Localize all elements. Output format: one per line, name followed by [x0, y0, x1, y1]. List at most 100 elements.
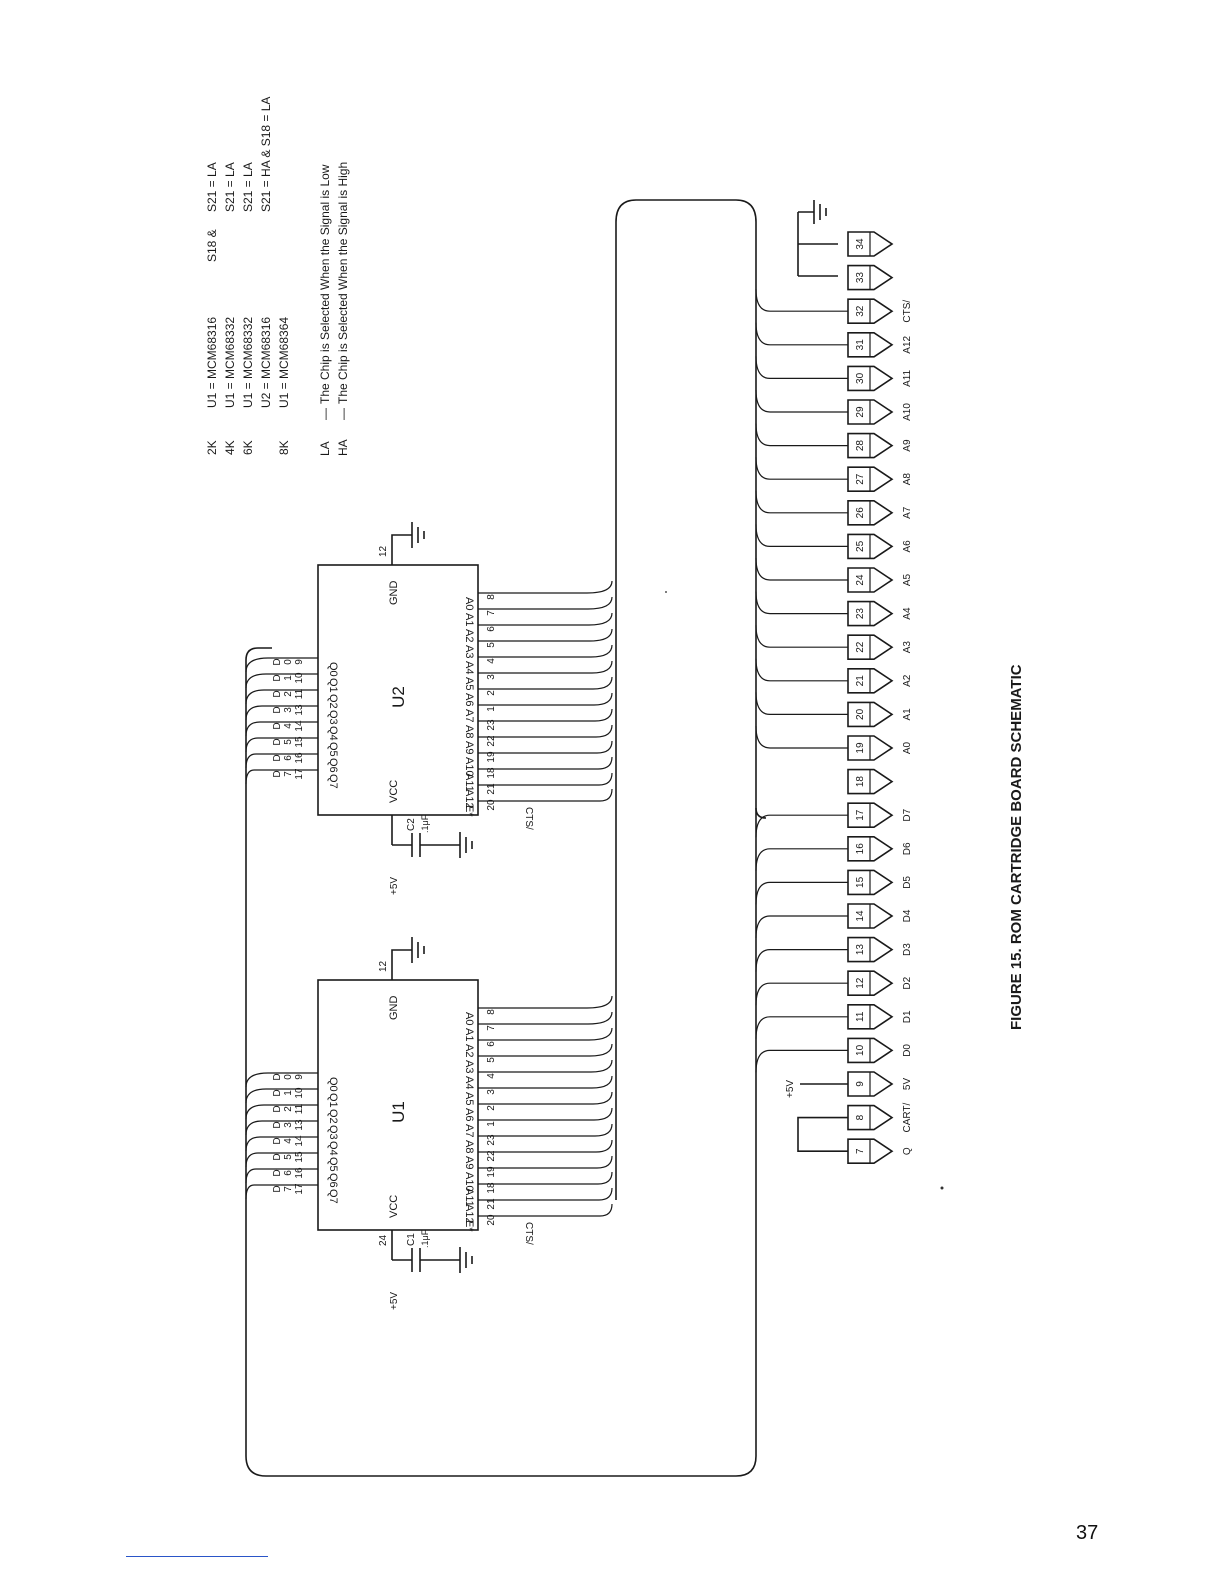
data-conn-number: 6	[283, 755, 294, 761]
address-pin-label: A6	[463, 693, 475, 706]
connector-pin-number: 19	[855, 742, 866, 754]
legend-note-dash: —	[318, 408, 332, 420]
print-speck	[940, 1186, 944, 1190]
address-pin-number: 6	[486, 1041, 497, 1047]
address-pin-label: A5	[463, 677, 475, 690]
address-pin-number: 18	[486, 1182, 497, 1194]
capacitor-value: .1μF	[420, 814, 430, 833]
address-pin-number: 19	[486, 751, 497, 763]
data-pin-number: 17	[294, 1183, 305, 1195]
connector-pin-number: 9	[855, 1081, 866, 1087]
ground-icon	[459, 1247, 473, 1273]
data-bus-return	[755, 807, 767, 819]
connector-pin-34: 34	[847, 231, 894, 257]
connector-pin-10: 10 D0	[755, 1037, 913, 1073]
ground-icon	[411, 522, 425, 548]
data-conn-number: 7	[283, 1186, 294, 1192]
connector-pin-label: A5	[902, 573, 913, 586]
capacitor-name: C2	[406, 818, 417, 831]
connector-pin-number: 23	[855, 608, 866, 620]
data-conn-letter: D	[272, 1153, 283, 1160]
connector-pin-label: CART/	[902, 1102, 913, 1132]
connector-pin-number: 22	[855, 641, 866, 653]
chip-vcc-pin: 24	[378, 1234, 389, 1246]
connector-pin-label: D5	[902, 876, 913, 889]
address-pin-label: A3	[463, 1060, 475, 1073]
connector-pin-number: 32	[855, 305, 866, 317]
connector-pin-number: 12	[855, 977, 866, 989]
data-conn-number: 6	[283, 1170, 294, 1176]
connector-pin-number: 25	[855, 540, 866, 552]
address-pin-number: 21	[486, 1198, 497, 1210]
data-pin-label: Q1	[327, 678, 339, 693]
data-pin-label: Q4	[327, 1141, 339, 1156]
connector-pin-label: A4	[902, 607, 913, 620]
data-conn-number: 7	[283, 771, 294, 777]
data-pin-label: Q6	[327, 1173, 339, 1188]
data-pin-label: Q2	[327, 694, 339, 709]
data-pin-label: Q1	[327, 1093, 339, 1108]
connector-pin-number: 18	[855, 776, 866, 788]
data-conn-number: 0	[283, 1074, 294, 1080]
address-pin-label: A11	[463, 773, 475, 792]
connector-pin-label: D2	[902, 976, 913, 989]
address-pin-number: 20	[486, 1214, 497, 1226]
connector-pin-number: 34	[855, 238, 866, 250]
connector-pin-number: 10	[855, 1044, 866, 1056]
connector-pin-label: A2	[902, 674, 913, 687]
connector-pin-number: 16	[855, 843, 866, 855]
legend-chip: U1 = MCM68364	[277, 317, 291, 408]
address-pin-label: A1	[463, 613, 475, 626]
legend-setting: S21 = LA	[241, 162, 255, 212]
legend-chip: U1 = MCM68332	[223, 317, 237, 408]
address-pin-number: 23	[486, 719, 497, 731]
bus-to-chips	[615, 199, 637, 1200]
connector-pin-label: D1	[902, 1010, 913, 1023]
supply-label: +5V	[785, 1080, 796, 1098]
connector-pin-number: 20	[855, 708, 866, 720]
connector-pin-label: A0	[902, 741, 913, 754]
data-pin-number: 15	[294, 736, 305, 748]
data-pin-number: 11	[294, 688, 305, 699]
data-conn-letter: D	[272, 722, 283, 729]
connector-pin-label: A9	[902, 439, 913, 452]
legend-setting: S21 = HA & S18 = LA	[259, 97, 273, 212]
address-pin-number: 3	[486, 674, 497, 680]
data-conn-letter: D	[272, 1169, 283, 1176]
connector-pin-label: D0	[902, 1044, 913, 1057]
data-conn-letter: D	[272, 658, 283, 665]
address-pin-number: 19	[486, 1166, 497, 1178]
connector-pin-label: D7	[902, 808, 913, 821]
connector-pin-number: 11	[855, 1011, 866, 1022]
data-conn-letter: D	[272, 1105, 283, 1112]
supply-label: +5V	[389, 877, 400, 895]
legend-size: 6K	[241, 440, 255, 455]
data-conn-number: 5	[283, 1154, 294, 1160]
address-pin-label: A1	[463, 1028, 475, 1041]
legend-note-text: The Chip is Selected When the Signal is …	[318, 164, 332, 404]
connector-pin-label: D6	[902, 842, 913, 855]
address-pin-label: A2	[463, 1044, 475, 1057]
address-pin-number: 1	[486, 1121, 497, 1127]
connector-pin-number: 31	[855, 339, 866, 351]
connector-pin-label: A3	[902, 641, 913, 654]
chip-gnd-pin: 12	[378, 545, 389, 557]
address-pin-label: A2	[463, 629, 475, 642]
data-conn-letter: D	[272, 1185, 283, 1192]
data-pin-number: 9	[294, 659, 305, 665]
address-pin-label: E*	[463, 805, 475, 817]
data-pin-number: 13	[294, 704, 305, 716]
data-pin-label: Q3	[327, 710, 339, 725]
data-pin-label: Q0	[327, 1077, 339, 1092]
data-pin-number: 10	[294, 672, 305, 684]
data-pin-label: Q4	[327, 726, 339, 741]
data-pin-label: Q5	[327, 1157, 339, 1172]
